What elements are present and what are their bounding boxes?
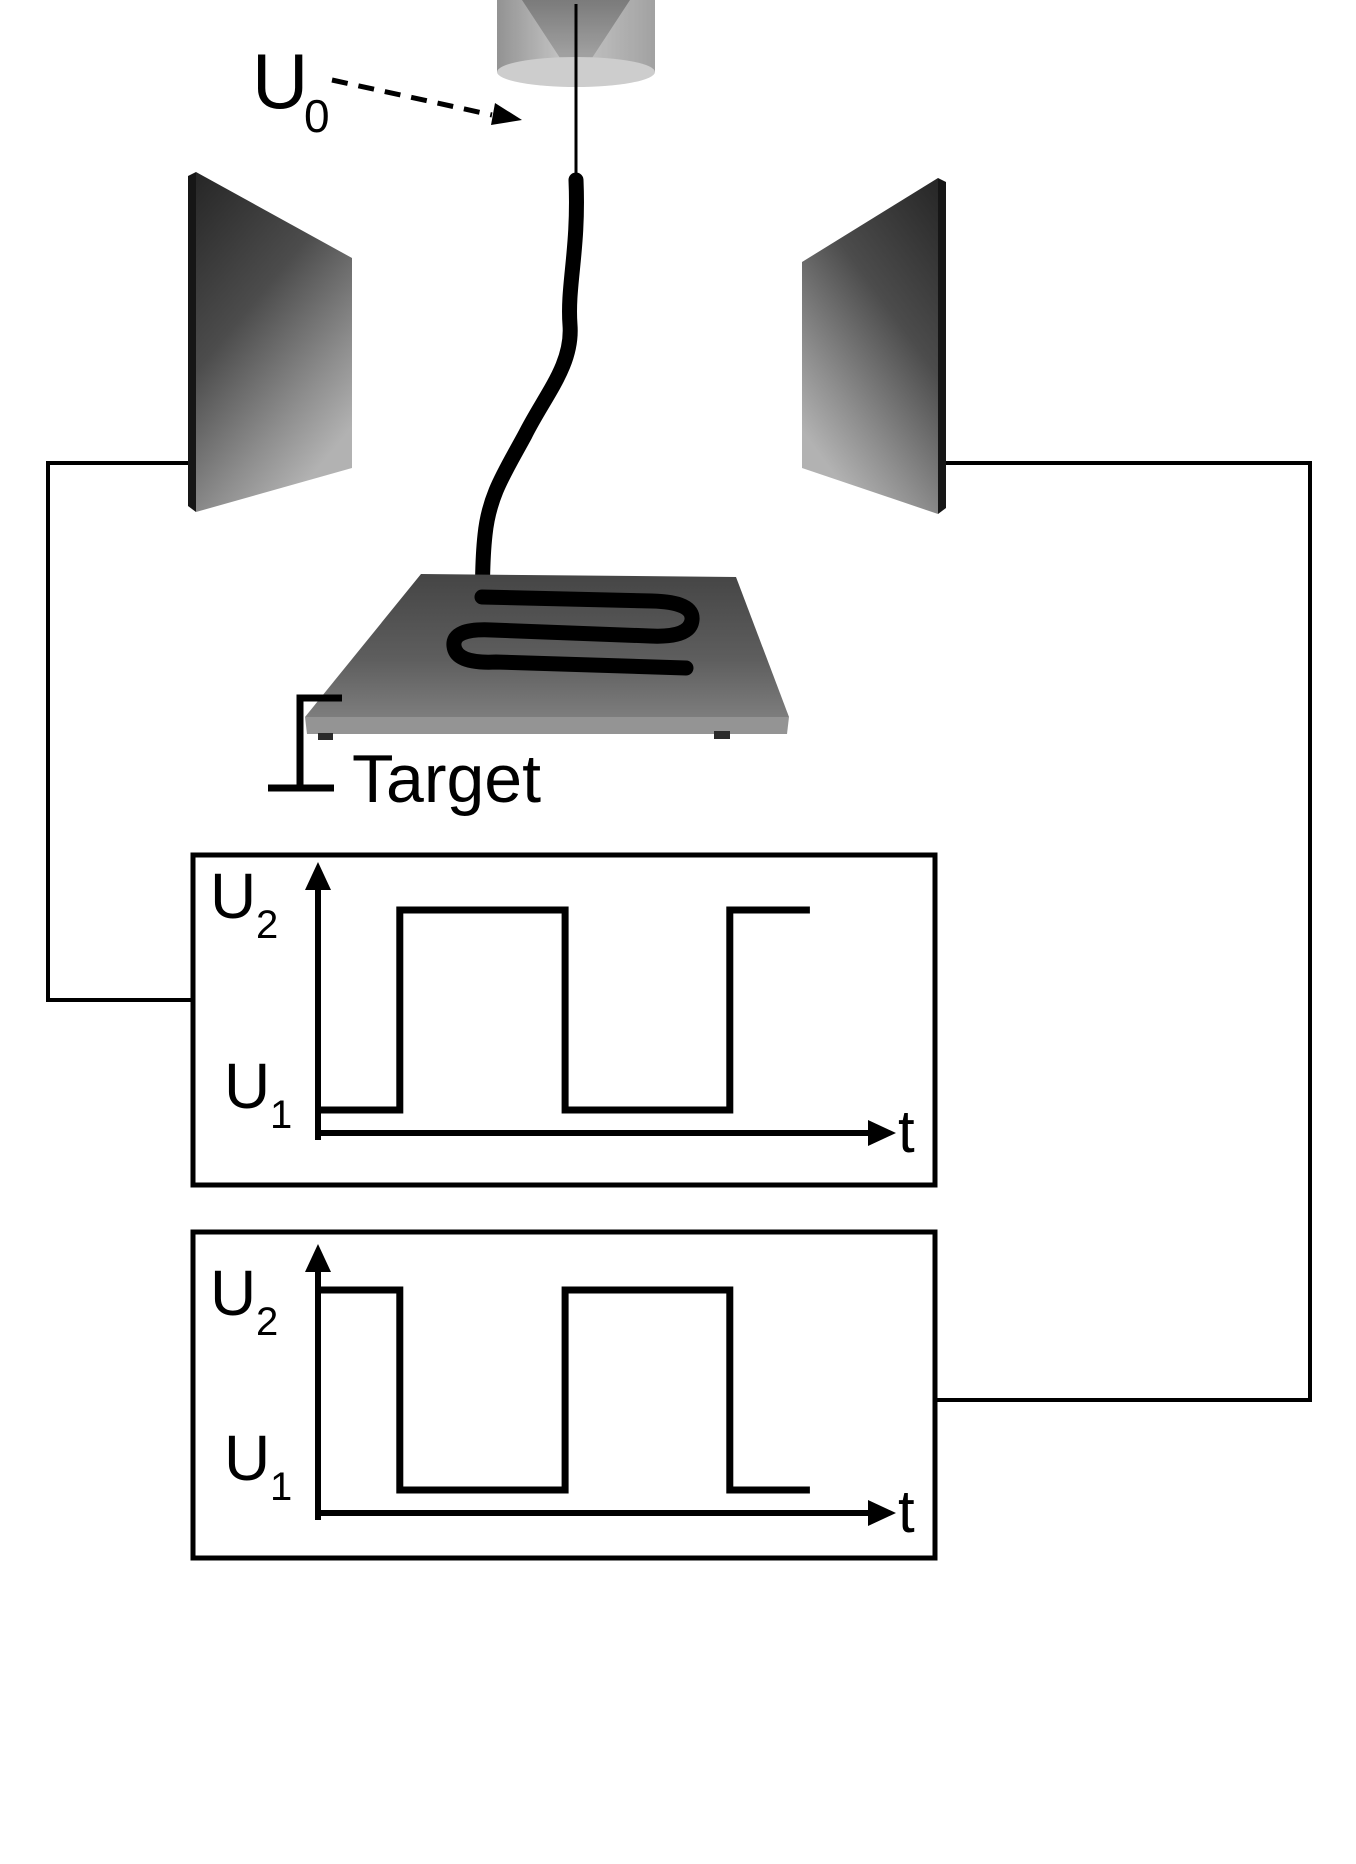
nozzle-voltage-arrow — [331, 77, 522, 125]
nozzle-voltage-label: U — [252, 37, 308, 125]
dashed-arrow-line — [331, 77, 493, 118]
target-plate-foot-left — [318, 733, 333, 740]
electrode-plate-left — [188, 172, 352, 512]
target-plate-front-edge — [305, 717, 789, 734]
ground-icon — [268, 694, 342, 792]
plot-top-u2-label: U — [210, 860, 256, 932]
electrode-plate-right — [802, 178, 946, 514]
plot-top-t-label: t — [898, 1098, 915, 1165]
plot-top-x-axis-arrow — [868, 1120, 896, 1146]
square-wave — [318, 906, 810, 1114]
plot-bottom-u2-subscript: 2 — [256, 1300, 278, 1344]
plot-bottom-u1-label: U — [224, 1422, 270, 1494]
plot-top-u2-subscript: 2 — [256, 903, 278, 947]
dashed-arrow-head — [491, 103, 522, 125]
voltage-plot-top: U 2 U 1 t — [190, 852, 938, 1188]
deposited-fiber-pattern — [446, 589, 700, 676]
polymer-jet — [474, 172, 584, 605]
plot-bottom-u1-subscript: 1 — [270, 1465, 292, 1509]
plot-bottom-y-axis-arrow — [305, 1244, 331, 1272]
wire-right-electrode — [935, 461, 1312, 1402]
target-label: Target — [352, 741, 541, 817]
square-wave — [318, 1286, 810, 1494]
electrode-plate-right-face — [802, 178, 938, 514]
target-plate-foot-right — [714, 731, 730, 739]
plot-bottom-x-axis-arrow — [868, 1500, 896, 1526]
voltage-plot-bottom: U 2 U 1 t — [190, 1229, 938, 1561]
plot-top-y-axis-arrow — [305, 862, 331, 890]
nozzle-voltage-subscript: 0 — [304, 90, 330, 142]
electrode-plate-right-edge — [938, 178, 946, 514]
wire-left-electrode — [46, 461, 196, 1002]
electrode-plate-left-face — [196, 172, 352, 512]
electrode-plate-left-edge — [188, 172, 196, 512]
plot-top-u1-label: U — [224, 1050, 270, 1122]
plot-bottom-u2-label: U — [210, 1257, 256, 1329]
plot-bottom-t-label: t — [898, 1478, 915, 1545]
plot-top-u1-subscript: 1 — [270, 1093, 292, 1137]
